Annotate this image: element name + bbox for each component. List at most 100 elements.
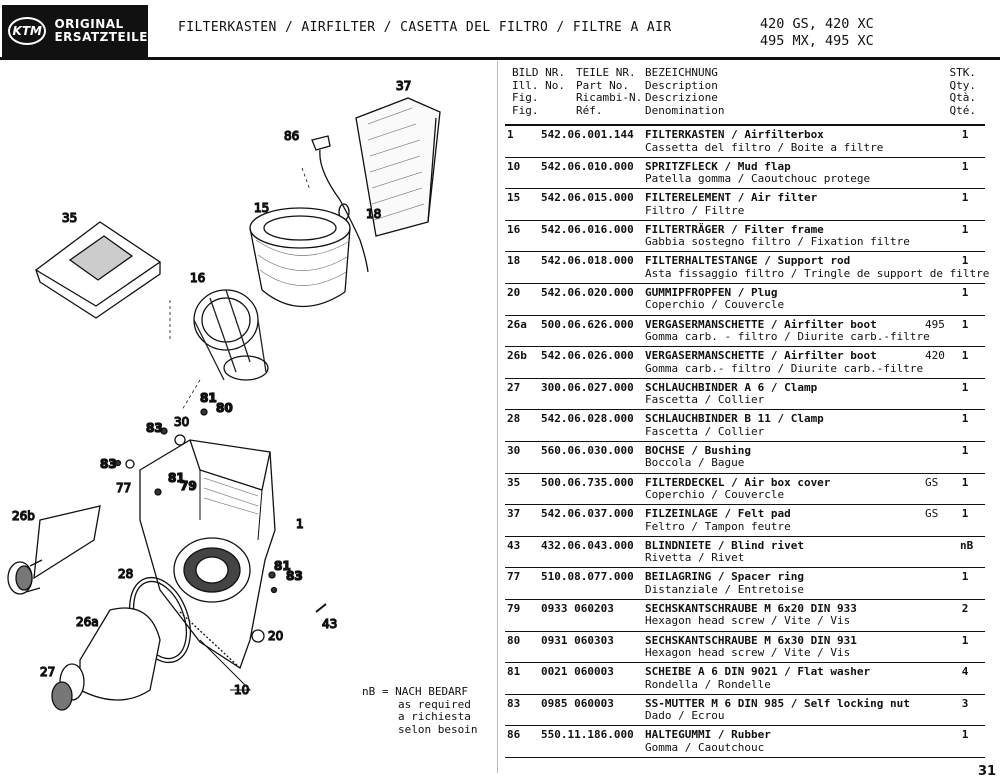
row-description-2: Distanziale / Entretoise [645, 582, 804, 596]
table-row: 18 542.06.018.000 FILTERHALTESTANGE / Supp… [505, 252, 989, 284]
row-description-1: SS-MUTTER M 6 DIN 985 / Self locking nut [645, 696, 910, 710]
col-header-stk: STK.Qty.Qtà.Qté. [949, 66, 977, 117]
row-part-number: 432.06.043.000 [541, 538, 634, 552]
row-pos: 15 [507, 191, 521, 205]
row-note: GS [925, 507, 939, 521]
table-row: 16 542.06.016.000 FILTERTRÄGER / Filter fr… [505, 221, 985, 253]
row-description-2: Patella gomma / Caoutchouc protege [645, 172, 871, 186]
row-part-number: 542.06.015.000 [541, 191, 634, 205]
callout-28: 28 [118, 567, 133, 581]
row-part-number: 560.06.030.000 [541, 443, 634, 457]
row-description-2: Coperchio / Couvercle [645, 488, 785, 502]
row-description-1: FILTERHALTESTANGE / Support rod [645, 254, 851, 268]
callout-37: 37 [396, 79, 411, 93]
row-description-1: FILTERTRÄGER / Filter frame [645, 222, 824, 236]
row-qty: 1 [961, 380, 969, 394]
row-qty: 1 [961, 570, 969, 584]
row-description-1: BOCHSE / Bushing [645, 443, 751, 457]
ktm-logo: KTM ORIGINAL ERSATZTEILE [2, 5, 148, 57]
callout-81c: 81 [274, 559, 291, 573]
row-qty: 1 [961, 128, 969, 141]
callout-83c: 83 [286, 569, 303, 583]
table-row: 15 542.06.015.000 FILTERELEMENT / Air filt… [505, 189, 985, 221]
row-part-number: 542.06.016.000 [541, 222, 634, 236]
row-part-number: 0933 060203 [541, 601, 614, 615]
row-part-number: 542.06.020.000 [541, 285, 634, 299]
row-part-number: 542.06.026.000 [541, 349, 634, 363]
row-description-1: BEILAGRING / Spacer ring [645, 570, 804, 584]
callout-26a: 26a [76, 615, 99, 629]
row-pos: 37 [507, 507, 521, 521]
callout-35: 35 [62, 211, 77, 225]
callout-10: 10 [234, 683, 249, 697]
row-qty: 2 [961, 601, 969, 615]
row-pos: 16 [507, 222, 521, 236]
row-qty: 1 [961, 507, 969, 521]
row-description-1: SCHLAUCHBINDER B 11 / Clamp [645, 412, 824, 426]
row-part-number: 542.06.001.144 [541, 128, 634, 141]
row-qty: 1 [961, 317, 969, 331]
row-description-1: VERGASERMANSCHETTE / Airfilter boot [645, 317, 877, 331]
col-header-teile: TEILE NR.Part No.Ricambi-N.Réf. [576, 66, 643, 117]
row-description-1: FILTERDECKEL / Air box cover [645, 475, 831, 489]
row-description-2: Cassetta del filtro / Boite a filtre [645, 140, 884, 154]
row-description-1: SECHSKANTSCHRAUBE M 6x20 DIN 933 [645, 601, 857, 615]
row-description-1: SCHEIBE A 6 DIN 9021 / Flat washer [645, 665, 871, 679]
logo-line-2: ERSATZTEILE [54, 30, 148, 44]
part-airbox [139, 439, 276, 691]
row-pos: 10 [507, 159, 521, 173]
callout-81b: 81 [168, 471, 185, 485]
row-pos: 35 [507, 475, 521, 489]
row-description-1: SPRITZFLECK / Mud flap [645, 159, 791, 173]
row-description-1: SECHSKANTSCHRAUBE M 6x30 DIN 931 [645, 633, 857, 647]
row-part-number: 300.06.027.000 [541, 380, 634, 394]
row-qty: 4 [961, 665, 969, 679]
row-pos: 81 [507, 665, 521, 679]
row-part-number: 542.06.028.000 [541, 412, 634, 426]
callout-83a: 83 [146, 421, 163, 435]
row-description-2: Hexagon head screw / Vite / Vis [645, 614, 851, 628]
callout-81a: 81 [200, 391, 217, 405]
row-description-1: FILTERKASTEN / Airfilterbox [645, 128, 824, 141]
row-description-2: Coperchio / Couvercle [645, 298, 785, 312]
page-title: FILTERKASTEN / AIRFILTER / CASETTA DEL F… [178, 20, 672, 35]
callout-77: 77 [116, 481, 131, 495]
row-description-2: Asta fissaggio filtro / Tringle de suppo… [645, 266, 990, 280]
part-box-cover [34, 221, 162, 319]
table-header-rule [505, 124, 985, 126]
page-number: 31 [978, 764, 997, 779]
part-boot-26b [7, 505, 101, 595]
row-qty: 1 [961, 475, 969, 489]
row-pos: 1 [507, 128, 514, 141]
ktm-logo-mark: KTM [8, 17, 47, 45]
callout-20: 20 [268, 629, 283, 643]
row-qty: 1 [961, 191, 969, 205]
part-filter-frame [193, 289, 269, 381]
part-boot-26a [51, 607, 161, 711]
row-pos: 18 [507, 254, 521, 268]
row-pos: 27 [507, 380, 521, 394]
row-pos: 79 [507, 601, 521, 615]
part-support-rod [311, 135, 369, 273]
row-pos: 43 [507, 538, 521, 552]
row-part-number: 500.06.735.000 [541, 475, 634, 489]
row-description-2: Filtro / Filtre [645, 203, 745, 217]
column-divider [497, 61, 498, 773]
row-description-2: Hexagon head screw / Vite / Vis [645, 646, 851, 659]
row-part-number: 542.06.018.000 [541, 254, 634, 268]
row-qty: 1 [961, 633, 969, 647]
table-row: 35 500.06.735.000 FILTERDECKEL / Air box c… [505, 474, 985, 506]
row-qty: 1 [961, 412, 969, 426]
callout-26b: 26b [12, 509, 35, 523]
row-description-1: FILTERELEMENT / Air filter [645, 191, 818, 205]
